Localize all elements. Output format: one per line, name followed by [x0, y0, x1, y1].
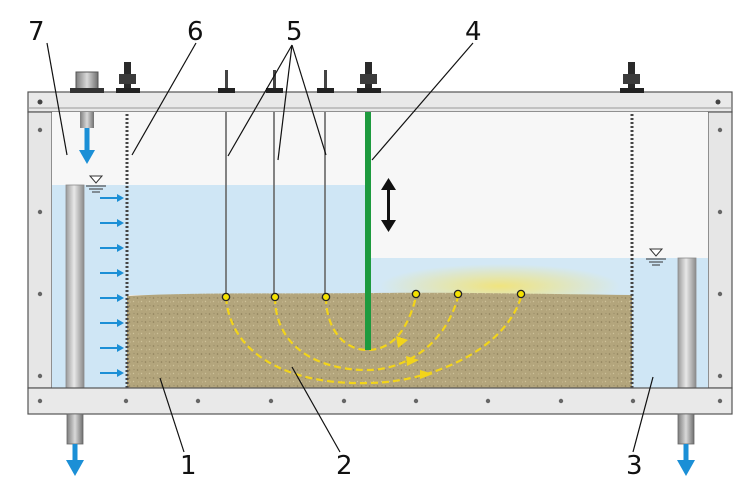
left-frame: [27, 111, 53, 389]
callout-label-7: 7: [28, 17, 45, 47]
overflow-pipe-right: [677, 257, 697, 389]
callout-label-5: 5: [286, 17, 303, 47]
flow-line-3: [224, 296, 523, 385]
flow-direction-arrows: [396, 336, 433, 379]
water-level-symbol-icon: [646, 248, 666, 266]
water-level-symbol-icon: [86, 175, 106, 193]
callout-label-3: 3: [626, 451, 643, 481]
bottom-rail: [27, 387, 733, 415]
callout-label-4: 4: [465, 17, 482, 47]
measuring-point: [221, 292, 231, 302]
outflow-arrow-icon: [677, 460, 695, 476]
measuring-point: [321, 292, 331, 302]
clamp-knob-right: [620, 62, 644, 93]
flow-line-2: [273, 296, 460, 372]
piezometer-knob-1: [218, 70, 235, 93]
measuring-points: [221, 289, 526, 302]
upstream-reservoir-water: [52, 185, 127, 388]
inlet-fitting: [70, 71, 104, 93]
overflow-pipe-left: [65, 184, 85, 389]
outlet-right: [677, 413, 695, 476]
inflow-down-arrow-icon: [79, 112, 95, 164]
callout-label-1: 1: [180, 451, 197, 481]
clamp-knob-left: [116, 62, 140, 93]
sheet-pile-clamp: [357, 62, 381, 93]
top-rail: [27, 91, 733, 113]
outlet-left: [66, 413, 84, 476]
leader-lines: [46, 42, 654, 453]
measuring-point: [516, 289, 526, 299]
downstream-reservoir-water: [632, 258, 708, 388]
flow-lines: [224, 296, 523, 385]
sheet-pile: [365, 112, 371, 350]
upstream-water: [127, 185, 367, 295]
measuring-point: [453, 289, 463, 299]
flow-line-1: [324, 296, 418, 352]
measuring-point: [270, 292, 280, 302]
soil-sample: [127, 292, 632, 388]
piezometer-knob-2: [266, 70, 283, 93]
piezometer-knob-3: [317, 70, 334, 93]
inflow-arrow-icon: [100, 194, 124, 377]
right-frame: [707, 111, 733, 389]
measuring-point: [411, 289, 421, 299]
callout-label-2: 2: [336, 451, 353, 481]
outflow-arrow-icon: [66, 460, 84, 476]
callout-label-6: 6: [187, 17, 204, 47]
double-arrow-vertical-icon: [381, 178, 396, 232]
